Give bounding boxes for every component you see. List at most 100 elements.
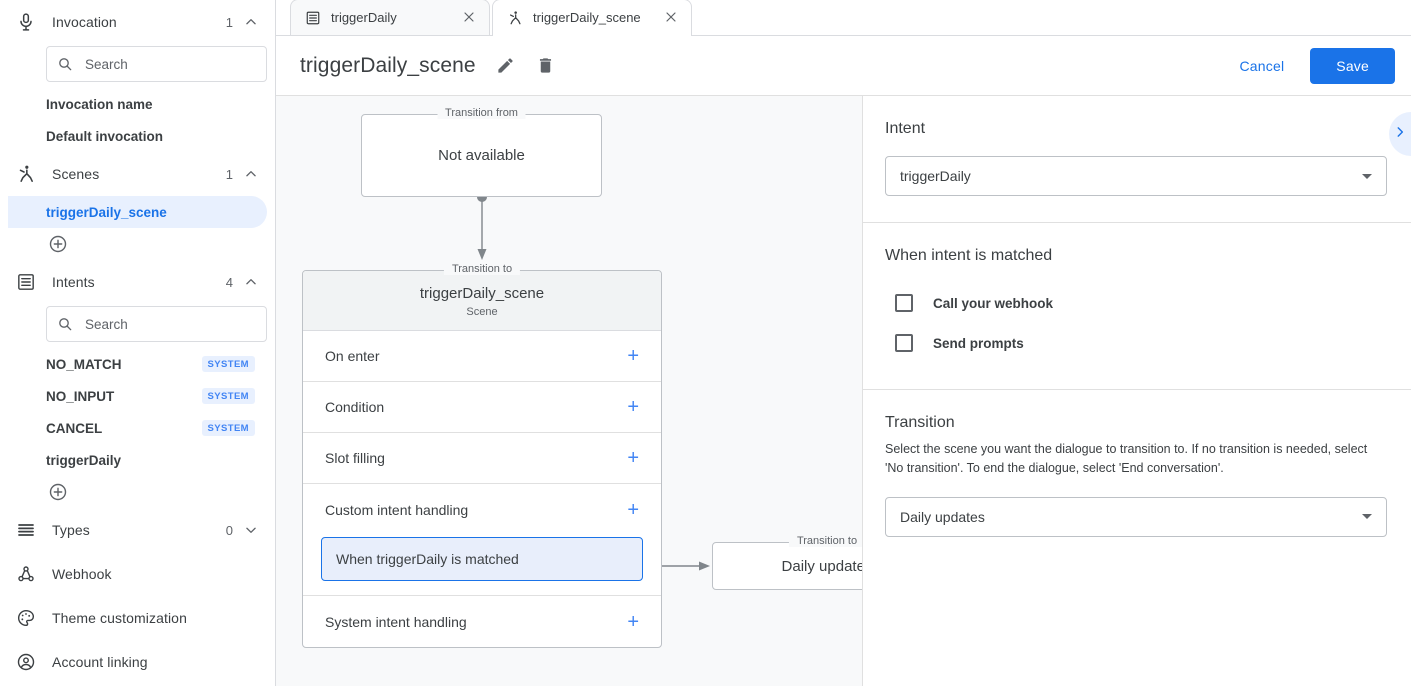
sidebar-group-label: Intents <box>52 274 95 290</box>
panel-section-intent: Intent triggerDaily <box>863 96 1411 223</box>
close-icon[interactable] <box>663 9 681 27</box>
properties-panel: Intent triggerDaily When intent is match… <box>862 96 1411 686</box>
scene-row-custom-intent-handling[interactable]: Custom intent handling + <box>303 484 661 535</box>
panel-heading-transition: Transition <box>885 414 955 431</box>
sidebar-group-count: 1 <box>225 14 233 30</box>
tab-label: triggerDaily <box>331 10 397 25</box>
sidebar-item-triggerdaily-scene[interactable]: triggerDaily_scene <box>8 196 267 228</box>
sidebar-item-label: triggerDaily_scene <box>46 204 167 220</box>
panel-collapse-toggle[interactable] <box>1389 112 1411 156</box>
scene-canvas[interactable]: Transition from Not available Transition… <box>276 96 862 686</box>
close-icon[interactable] <box>461 9 479 27</box>
transition-select-value: Daily updates <box>900 508 985 525</box>
add-circle-icon[interactable] <box>48 234 68 254</box>
sidebar-item-label: NO_INPUT <box>46 388 115 404</box>
scene-card: Transition to triggerDaily_scene Scene O… <box>302 263 662 648</box>
cancel-button[interactable]: Cancel <box>1226 49 1299 83</box>
checkbox-label: Send prompts <box>933 335 1024 351</box>
add-on-enter-button[interactable]: + <box>627 345 639 367</box>
add-circle-icon[interactable] <box>48 482 68 502</box>
intents-list-icon <box>305 10 321 26</box>
dropdown-caret-icon <box>1362 173 1372 179</box>
transition-from-value: Not available <box>438 147 525 164</box>
sidebar-item-webhook[interactable]: Webhook <box>0 552 275 596</box>
sidebar-item-theme-customization[interactable]: Theme customization <box>0 596 275 640</box>
sidebar-item-triggerdaily[interactable]: triggerDaily <box>8 444 267 476</box>
scene-row-slot-filling[interactable]: Slot filling + <box>303 433 661 484</box>
scene-row-on-enter[interactable]: On enter + <box>303 331 661 382</box>
panel-section-when-matched: When intent is matched Call your webhook… <box>863 223 1411 390</box>
intents-list-icon <box>14 270 38 294</box>
main-area: triggerDaily triggerDaily_scene <box>276 0 1411 686</box>
invocation-search-box[interactable] <box>46 46 267 82</box>
sidebar-item-no-input[interactable]: NO_INPUT SYSTEM <box>8 380 267 412</box>
panel-heading-intent: Intent <box>885 120 926 137</box>
checkbox-box[interactable] <box>895 294 913 312</box>
checkbox-box[interactable] <box>895 334 913 352</box>
left-sidebar: Invocation 1 Invocation name Default inv… <box>0 0 276 686</box>
intents-search-input[interactable] <box>83 315 256 333</box>
sidebar-group-types[interactable]: Types 0 <box>0 508 275 552</box>
chevron-up-icon[interactable] <box>243 14 259 30</box>
add-scene-row[interactable] <box>0 228 275 260</box>
transition-from-node[interactable]: Transition from Not available <box>361 107 602 197</box>
checkbox-label: Call your webhook <box>933 295 1054 311</box>
search-icon <box>59 58 72 71</box>
sidebar-item-label: Default invocation <box>46 128 164 144</box>
sidebar-item-invocation-name[interactable]: Invocation name <box>8 88 267 120</box>
body-split: Transition from Not available Transition… <box>276 96 1411 686</box>
tab-triggerdaily[interactable]: triggerDaily <box>290 0 490 35</box>
webhook-nodes-icon <box>14 562 38 586</box>
scene-row-label: On enter <box>325 348 380 364</box>
chevron-up-icon[interactable] <box>243 166 259 182</box>
sidebar-group-scenes[interactable]: Scenes 1 <box>0 152 275 196</box>
add-condition-button[interactable]: + <box>627 396 639 418</box>
search-icon <box>59 318 72 331</box>
transition-to-node[interactable]: Transition to Daily updates <box>712 535 862 590</box>
account-circle-icon <box>14 650 38 674</box>
checkbox-send-prompts[interactable]: Send prompts <box>885 323 1387 363</box>
sidebar-group-intents[interactable]: Intents 4 <box>0 260 275 304</box>
types-list-icon <box>14 518 38 542</box>
pencil-icon[interactable] <box>496 56 516 76</box>
invocation-search-input[interactable] <box>83 55 256 73</box>
sidebar-item-no-match[interactable]: NO_MATCH SYSTEM <box>8 348 267 380</box>
save-button[interactable]: Save <box>1310 47 1395 84</box>
intents-search-box[interactable] <box>46 306 267 342</box>
transition-select[interactable]: Daily updates <box>885 496 1387 537</box>
chevron-down-icon[interactable] <box>243 522 259 538</box>
scene-branch-icon <box>507 10 523 26</box>
tab-triggerdaily-scene[interactable]: triggerDaily_scene <box>492 0 692 36</box>
chevron-up-icon[interactable] <box>243 274 259 290</box>
scene-row-label: Slot filling <box>325 450 385 466</box>
sidebar-item-label: Theme customization <box>52 610 187 626</box>
panel-transition-description: Select the scene you want the dialogue t… <box>885 442 1368 476</box>
add-custom-intent-handling-button[interactable]: + <box>627 498 639 521</box>
checkbox-call-your-webhook[interactable]: Call your webhook <box>885 283 1387 323</box>
trash-icon[interactable] <box>536 56 556 76</box>
add-system-intent-handling-button[interactable]: + <box>627 610 639 633</box>
page-title: triggerDaily_scene <box>300 53 476 77</box>
add-slot-filling-button[interactable]: + <box>627 447 639 469</box>
scene-row-label: System intent handling <box>325 613 467 630</box>
intent-select[interactable]: triggerDaily <box>885 156 1387 196</box>
sidebar-group-count: 4 <box>225 274 233 290</box>
scene-branch-icon <box>14 162 38 186</box>
scene-row-system-intent-handling[interactable]: System intent handling + <box>303 596 661 647</box>
add-intent-row[interactable] <box>0 476 275 508</box>
sidebar-item-account-linking[interactable]: Account linking <box>0 640 275 684</box>
custom-intent-handler-wrap: When triggerDaily is matched <box>303 535 661 596</box>
intent-select-value: triggerDaily <box>900 168 971 184</box>
scene-row-condition[interactable]: Condition + <box>303 382 661 433</box>
palette-icon <box>14 606 38 630</box>
intent-handler-item[interactable]: When triggerDaily is matched <box>321 537 643 581</box>
transition-from-legend: Transition from <box>437 107 526 119</box>
sidebar-group-invocation[interactable]: Invocation 1 <box>0 0 275 44</box>
sidebar-item-default-invocation[interactable]: Default invocation <box>8 120 267 152</box>
sidebar-item-label: CANCEL <box>46 420 103 436</box>
sidebar-group-label: Types <box>52 522 90 538</box>
microphone-icon <box>14 10 38 34</box>
sidebar-item-cancel[interactable]: CANCEL SYSTEM <box>8 412 267 444</box>
transition-to-legend: Transition to <box>443 263 521 275</box>
